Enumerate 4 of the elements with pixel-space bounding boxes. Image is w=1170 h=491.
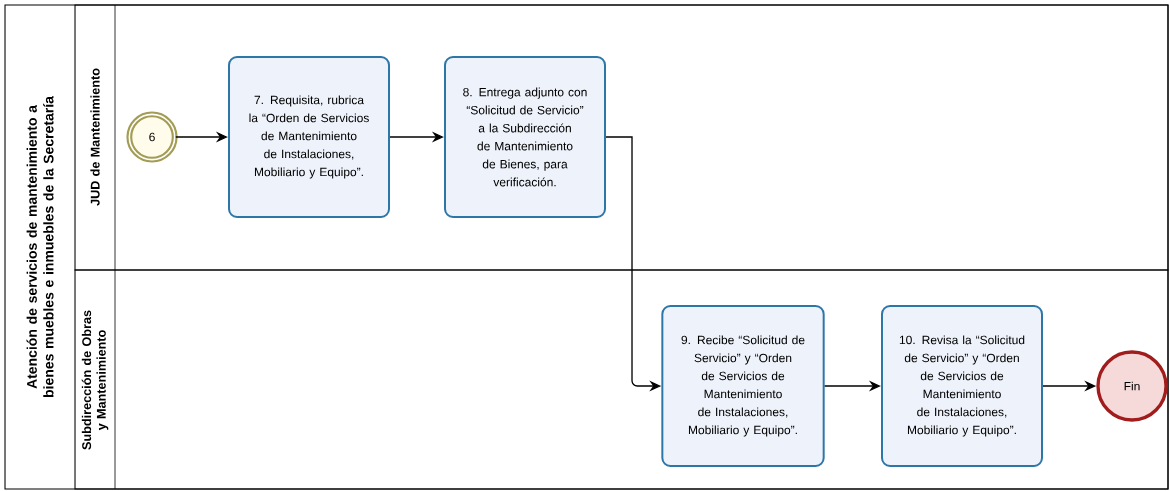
task-box: 10. Revisa la “Solicitud de Servicio” y “Orden de Servicios de Mantenimiento de Instalaciones, Mobiliario y Equipo”. bbox=[881, 305, 1043, 467]
task-box: 8. Entrega adjunto con “Solicitud de Servicio” a la Subdirección de Mantenimiento de Bienes, para verificación. bbox=[444, 56, 606, 218]
task-box: 9. Recibe “Solicitud de Servicio” y “Orden de Servicios de Mantenimiento de Instalaciones, Mobiliario y Equipo”. bbox=[661, 305, 825, 467]
task-box: 7. Requisita, rubrica la “Orden de Servicios de Mantenimiento de Instalaciones, Mobiliario y Equipo”. bbox=[228, 56, 390, 218]
